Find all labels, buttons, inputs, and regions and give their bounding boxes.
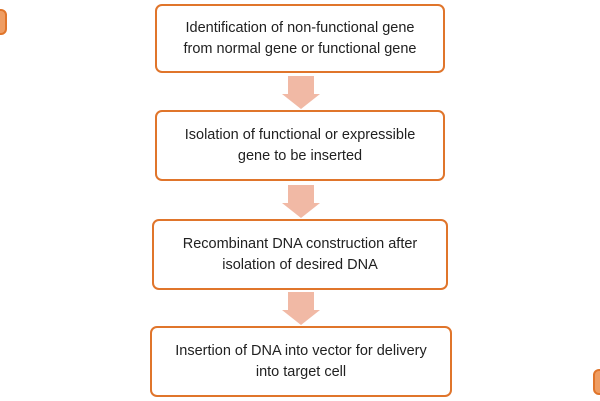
clipped-shape-fragment-right [593, 369, 600, 395]
clipped-shape-fragment-left [0, 9, 7, 35]
flow-step-label: Recombinant DNA construction after isola… [182, 235, 418, 273]
down-arrow-head-icon [282, 203, 320, 218]
flow-step-isolation: Isolation of functional or expressible g… [155, 110, 445, 181]
down-arrow-connector-2 [282, 185, 320, 218]
flow-step-label: Insertion of DNA into vector for deliver… [175, 342, 427, 380]
flow-step-insertion: Insertion of DNA into vector for deliver… [150, 326, 452, 397]
flow-step-label: Identification of non-functional gene fr… [183, 19, 417, 57]
flow-step-recombinant-dna: Recombinant DNA construction after isola… [152, 219, 448, 290]
down-arrow-stem [288, 292, 314, 310]
down-arrow-stem [288, 76, 314, 94]
flow-step-identification: Identification of non-functional gene fr… [155, 4, 445, 73]
flow-step-label: Isolation of functional or expressible g… [184, 126, 416, 164]
down-arrow-stem [288, 185, 314, 203]
down-arrow-connector-1 [282, 76, 320, 109]
down-arrow-head-icon [282, 94, 320, 109]
down-arrow-connector-3 [282, 292, 320, 325]
down-arrow-head-icon [282, 310, 320, 325]
